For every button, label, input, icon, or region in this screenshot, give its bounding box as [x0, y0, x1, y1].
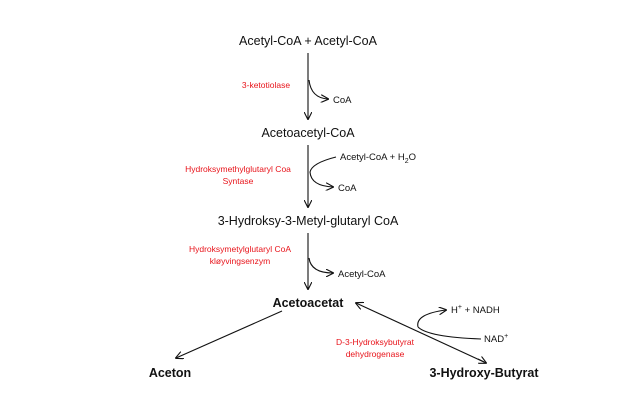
h-text: H — [451, 305, 458, 316]
h-superscript: + — [458, 304, 462, 311]
enzyme-hmg-coa-synthase-line1: Hydroksymethylglutaryl Coa — [185, 164, 291, 174]
arrow-coa-release-2 — [309, 171, 333, 187]
arrow-acetyl-coa-release — [308, 257, 333, 273]
side-product-h-nadh: H+ + NADH — [451, 304, 500, 316]
side-input-acetyl-coa-h2o: Acetyl-CoA + H2O — [340, 152, 416, 165]
enzyme-bdh-line2: dehydrogenase — [346, 349, 405, 359]
arrow-acetoacetat-to-aceton — [176, 310, 283, 358]
h2o-subscript: 2 — [405, 158, 409, 165]
side-product-acetyl-coa: Acetyl-CoA — [338, 269, 386, 280]
enzyme-hmg-coa-synthase-line2: Syntase — [223, 176, 254, 186]
arrow-acetyl-coa-h2o-in — [309, 156, 337, 173]
arrow-nad-in — [417, 326, 482, 340]
enzyme-3-ketotiolase: 3-ketotiolase — [242, 80, 290, 90]
arrow-coa-release-1 — [308, 79, 328, 99]
arrow-acetoacetat-to-hydroxybutyrat-head — [477, 359, 486, 363]
enzyme-bdh-line1: D-3-Hydroksybutyrat — [336, 337, 415, 347]
node-hmg-coa: 3-Hydroksy-3-Metyl-glutaryl CoA — [218, 214, 399, 228]
side-input-nad: NAD+ — [484, 333, 508, 345]
nad-text: NAD — [484, 334, 504, 345]
enzyme-hmg-coa-lyase-line1: Hydroksymetylglutaryl CoA — [189, 244, 291, 254]
acetyl-coa-h-text: Acetyl-CoA + H — [340, 152, 405, 163]
side-product-coa-1: CoA — [333, 95, 352, 106]
nadh-text: + NADH — [462, 305, 500, 316]
arrow-h-nadh-out — [417, 310, 446, 328]
node-aceton: Aceton — [149, 366, 191, 380]
enzyme-hmg-coa-lyase-line2: kløyvingsenzym — [210, 256, 270, 266]
node-acetoacetyl-coa: Acetoacetyl-CoA — [261, 126, 355, 140]
h2o-o-text: O — [409, 152, 416, 163]
side-product-coa-2: CoA — [338, 183, 357, 194]
node-acetoacetat: Acetoacetat — [273, 296, 345, 310]
arrow-hydroxybutyrat-acetoacetat-line — [356, 303, 485, 363]
node-3-hydroxy-butyrat: 3-Hydroxy-Butyrat — [429, 366, 539, 380]
node-acetyl-coa-pair: Acetyl-CoA + Acetyl-CoA — [239, 34, 378, 48]
nad-superscript: + — [504, 333, 508, 340]
